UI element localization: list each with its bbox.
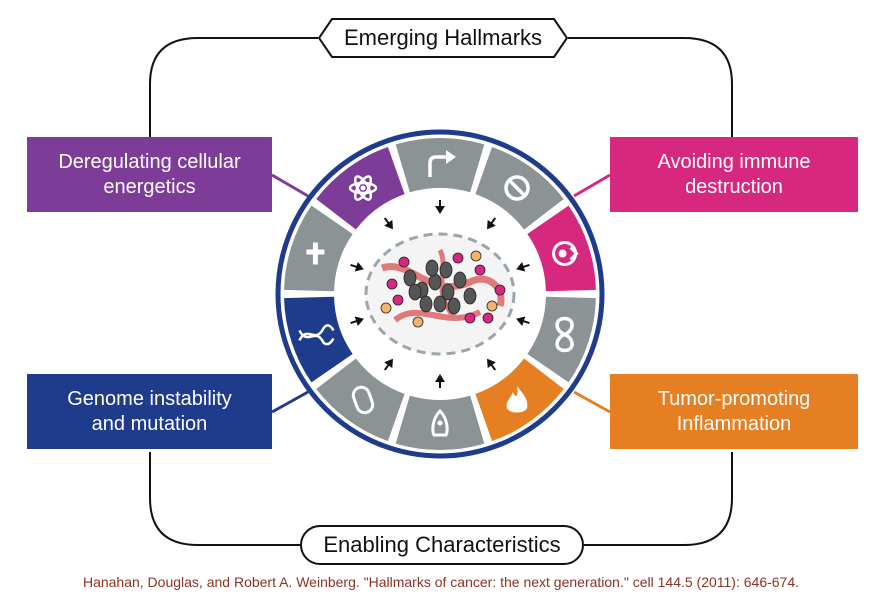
emerging-hallmarks-title: Emerging Hallmarks — [343, 25, 543, 50]
genome-connector — [271, 390, 309, 414]
tumor-illustration — [364, 232, 516, 356]
enabling-characteristics-title: Enabling Characteristics — [323, 532, 561, 557]
atom-icon — [348, 175, 378, 201]
inward-arrow — [516, 262, 530, 272]
citation-text: Hanahan, Douglas, and Robert A. Weinberg… — [82, 574, 800, 590]
tumor-cell — [398, 256, 410, 268]
tumor-cell — [441, 283, 455, 301]
tumor-cell — [380, 302, 392, 314]
arrow-up-right-icon — [428, 150, 456, 177]
inward-arrows — [350, 200, 530, 388]
wheel-icons — [298, 150, 579, 437]
cross-icon — [306, 242, 325, 265]
inward-arrow — [516, 316, 530, 326]
wheel-segment-arrow-up-right — [395, 138, 485, 193]
tumor-cell — [428, 273, 442, 291]
tumor-cell — [453, 271, 467, 289]
inflammation-line2: Inflammation — [676, 412, 792, 435]
wheel-segment-immune-cell — [527, 205, 596, 292]
inward-arrow — [350, 316, 364, 326]
wheel-segment-atom — [316, 146, 405, 230]
energetics-line2: energetics — [103, 175, 196, 198]
energetics-connector — [271, 173, 309, 198]
inward-arrow — [350, 262, 364, 272]
immune-line2: destruction — [685, 175, 783, 198]
flame-icon — [506, 385, 528, 413]
no-entry-icon — [504, 175, 530, 201]
inward-arrow — [383, 217, 393, 230]
inward-arrow — [487, 217, 497, 230]
tumor-cell — [482, 312, 494, 324]
tumor-cell — [470, 250, 482, 262]
genome-line2: and mutation — [91, 412, 208, 435]
top-connector-loop — [149, 37, 733, 138]
immune-connector — [573, 173, 611, 198]
infinity-icon — [555, 316, 574, 353]
tumor-cell — [463, 287, 477, 305]
wheel-segments — [284, 138, 596, 450]
wheel-segment-cross — [284, 205, 353, 292]
tumor-cell — [447, 297, 461, 315]
tumor-cell — [464, 312, 476, 324]
tumor-cell — [486, 300, 498, 312]
dna-icon — [298, 324, 335, 346]
inward-arrow — [435, 200, 445, 214]
wheel-segment-infinity — [527, 296, 596, 383]
inflammation-connector — [573, 390, 611, 414]
tumor-cell — [439, 261, 453, 279]
tumor-cell — [392, 294, 404, 306]
tumor-cell — [412, 316, 424, 328]
enabling-characteristics-banner: Enabling Characteristics — [300, 525, 584, 565]
tumor-cell — [425, 259, 439, 277]
inward-arrow — [383, 358, 393, 371]
bottom-connector-loop — [149, 452, 733, 546]
tumor-cell — [433, 295, 447, 313]
genome-line1: Genome instability — [67, 387, 232, 410]
immune-cell-icon — [552, 241, 579, 267]
wheel-segment-blood-vessel — [316, 358, 405, 442]
tumor-cell — [386, 278, 398, 290]
inward-arrow — [435, 374, 445, 388]
tumor-cell — [494, 284, 506, 296]
tumor-cell — [474, 264, 486, 276]
blood-vessel-icon — [351, 385, 375, 415]
tumor-cell — [419, 295, 433, 313]
inward-arrow — [487, 358, 497, 371]
tumor-cell — [403, 269, 417, 287]
energetics-line1: Deregulating cellular — [58, 150, 241, 173]
inflammation-line1: Tumor-promoting — [657, 387, 811, 410]
emerging-hallmarks-banner: Emerging Hallmarks — [318, 18, 568, 58]
immune-line1: Avoiding immune — [657, 150, 811, 173]
tumor-cell — [408, 283, 422, 301]
tumor-cell — [452, 252, 464, 264]
wheel-segment-dna — [284, 296, 353, 383]
banner-frame — [318, 18, 568, 58]
rocket-icon — [431, 408, 449, 437]
